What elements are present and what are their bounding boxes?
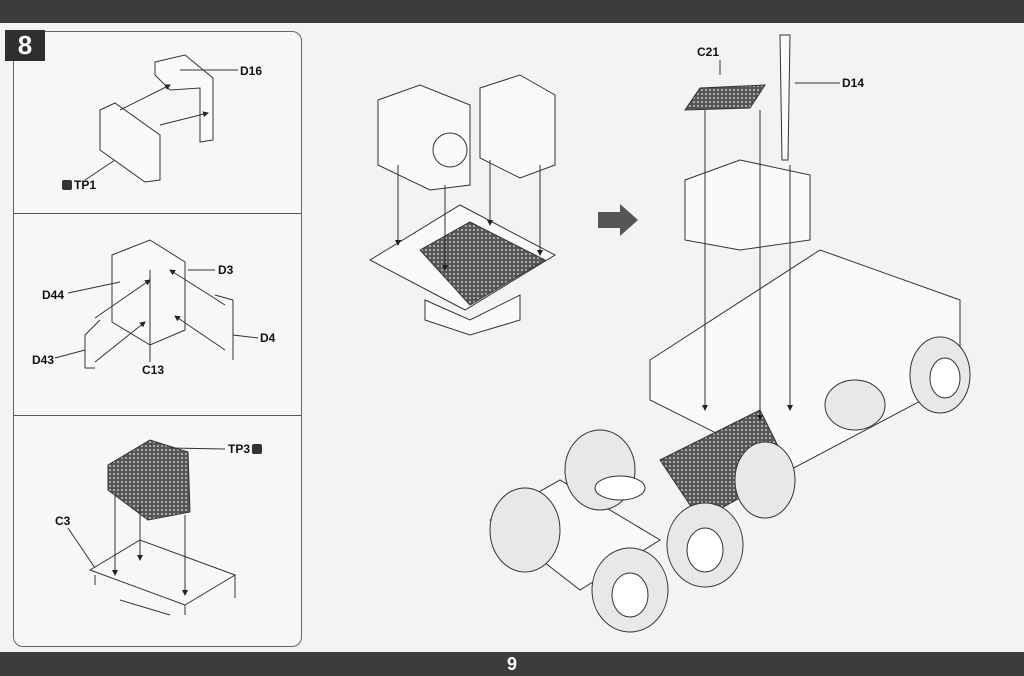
- platform-diagram: [368, 74, 557, 336]
- part-label-c21: C21: [697, 45, 720, 59]
- panel-divider: [13, 213, 301, 214]
- page-number: 9: [0, 652, 1024, 676]
- part-label-d3: D3: [218, 263, 234, 277]
- part-label-tp3: TP3: [228, 442, 263, 456]
- part-label-d14: D14: [842, 76, 865, 90]
- part-label-d43: D43: [32, 353, 55, 367]
- label-leaders: [54, 269, 259, 569]
- tank-diagram: [84, 239, 234, 369]
- photo-etch-part-icon: [62, 180, 72, 190]
- part-label-c13: C13: [142, 363, 165, 377]
- part-label-d44: D44: [42, 288, 65, 302]
- part-label-d16: D16: [240, 64, 263, 78]
- arrow-right-icon: [598, 204, 638, 236]
- photo-etch-part-icon: [252, 444, 263, 454]
- top-bar: [0, 0, 1024, 23]
- tool-box-diagram: [84, 54, 238, 183]
- panel-divider: [13, 415, 301, 416]
- part-label-tp1: TP1: [62, 178, 96, 192]
- frame-diagram: [88, 439, 237, 616]
- step-number: 8: [5, 30, 45, 61]
- truck-chassis-diagram: [489, 34, 971, 633]
- part-label-c3: C3: [55, 514, 71, 528]
- part-label-d4: D4: [260, 331, 276, 345]
